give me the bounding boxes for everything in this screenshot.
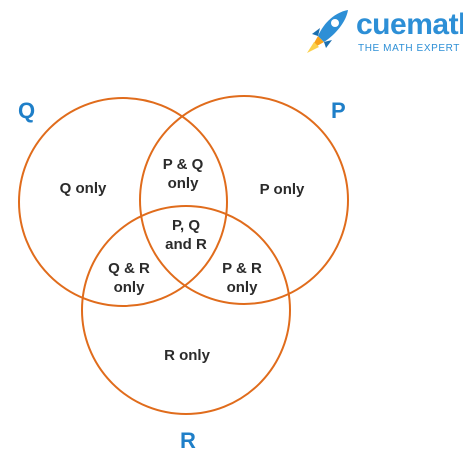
rocket-icon [307,10,348,53]
region-qr-line1: Q & R [108,260,150,277]
region-q-and-r-only: Q & R only [100,259,158,297]
set-label-r: R [180,428,196,453]
region-pr-line2: only [226,279,258,296]
region-pqr-line2: and R [165,236,207,253]
circle-p [139,95,349,305]
region-p-only: P only [251,180,313,199]
set-label-q: Q [18,98,36,123]
cuemath-logo: cuemath THE MATH EXPERT [304,6,463,56]
region-r-only: R only [156,346,218,365]
region-p-and-r-only: P & R only [213,259,271,297]
region-pq-line1: P & Q [162,156,204,173]
region-q-only: Q only [52,179,114,198]
region-p-and-q-only: P & Q only [155,155,211,193]
circle-r [81,205,291,415]
circle-q [18,97,228,307]
region-pq-line2: only [167,175,199,192]
logo-wordmark: cuemath [356,8,463,42]
logo-word-math: math [406,8,463,41]
region-p-only-text: P only [259,181,305,198]
region-qr-line2: only [113,279,145,296]
logo-word-cue: cue [356,8,407,41]
region-q-only-text: Q only [59,180,107,197]
region-pr-line1: P & R [222,260,262,277]
region-r-only-text: R only [164,347,210,364]
region-p-q-and-r: P, Q and R [158,216,214,254]
region-pqr-line1: P, Q [171,217,201,234]
logo-tagline: THE MATH EXPERT [358,43,460,54]
set-label-p: P [331,98,346,123]
